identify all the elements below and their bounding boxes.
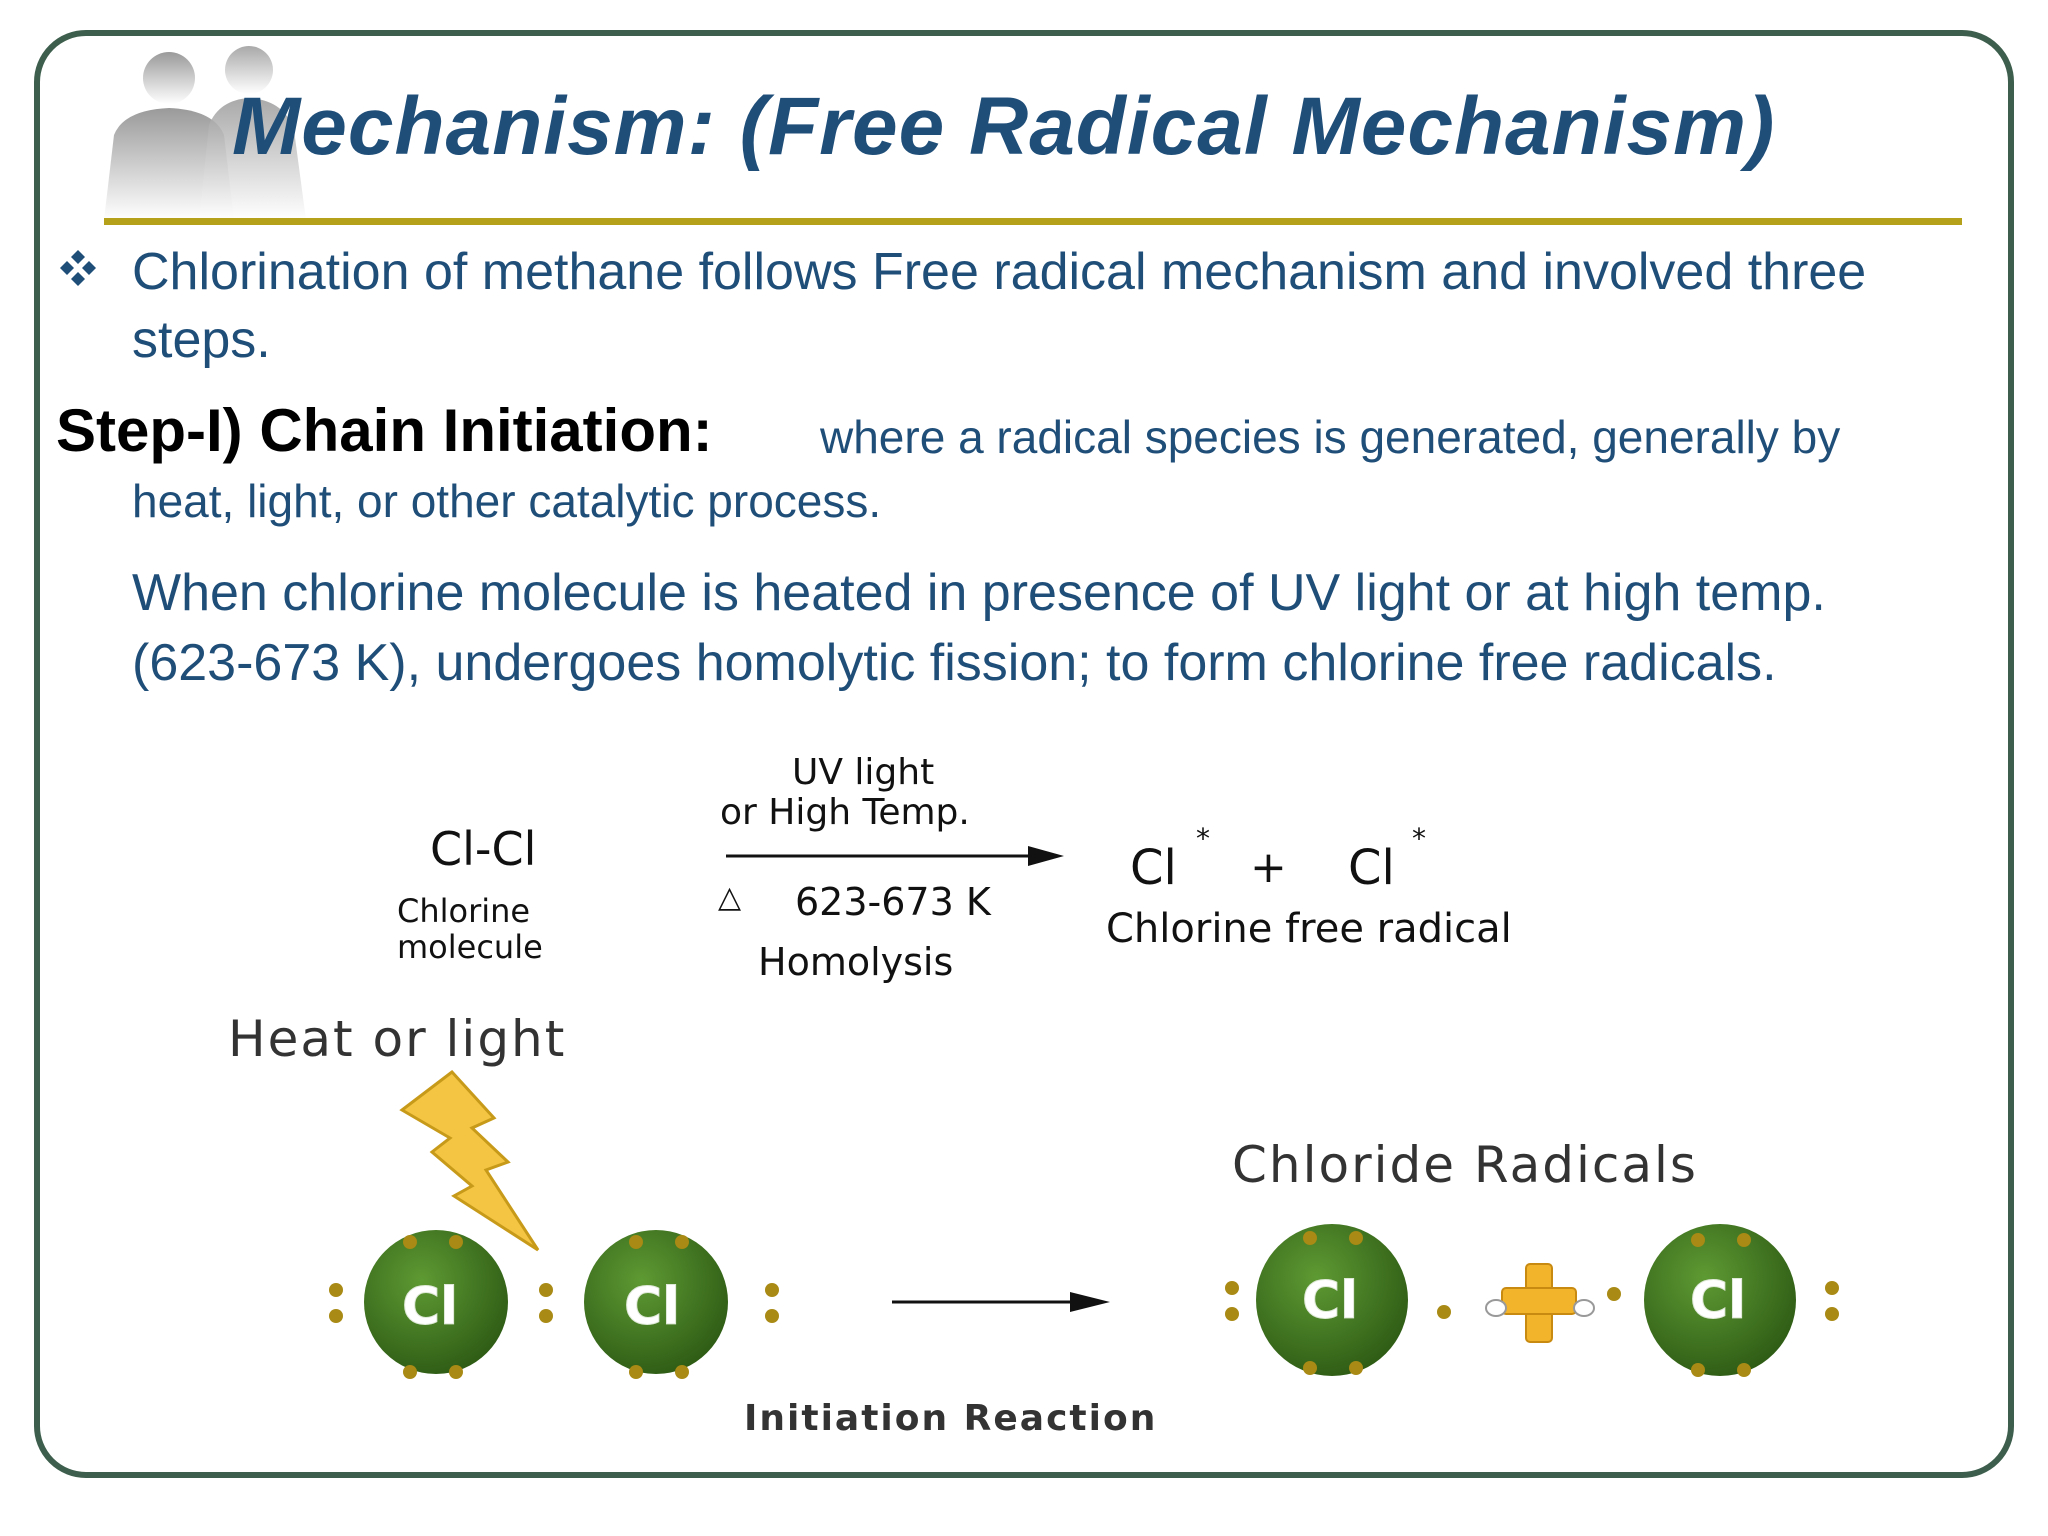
products-label: Chloride Radicals <box>1232 1136 1698 1194</box>
radical-mark-1: * <box>1196 822 1210 855</box>
people-silhouette-icon <box>104 46 306 220</box>
reactant-label-line1: Chlorine <box>397 892 531 930</box>
step-heading: Step-I) Chain Initiation: <box>56 397 713 464</box>
plus-sign: + <box>1250 842 1287 893</box>
reactant-formula: Cl-Cl <box>430 822 537 876</box>
electron-dots-2 <box>629 1235 779 1379</box>
chlorine-atom-2 <box>584 1230 779 1379</box>
title-underline <box>104 218 1962 225</box>
electron-dots-3 <box>1225 1231 1451 1375</box>
step-description-line1: where a radical species is generated, ge… <box>820 411 1841 463</box>
bullet-text: Chlorination of methane follows Free rad… <box>132 243 1867 369</box>
chlorine-radical-1 <box>1225 1224 1451 1376</box>
product-2: Cl <box>1348 840 1395 896</box>
product-label: Chlorine free radical <box>1106 906 1512 952</box>
condition-bottom: 623-673 K <box>795 880 991 924</box>
condition-top-line1: UV light <box>792 752 935 793</box>
electron-dots-4 <box>1607 1233 1839 1377</box>
reactant-label-line2: molecule <box>397 928 543 966</box>
plus-figure-icon <box>1485 1263 1595 1343</box>
energy-label: Heat or light <box>228 1010 567 1068</box>
product-1: Cl <box>1130 840 1177 896</box>
delta-icon: △ <box>718 880 742 915</box>
radical-mark-2: * <box>1412 822 1426 855</box>
step-description-line2: heat, light, or other catalytic process. <box>132 475 882 527</box>
atom-label-2: Cl <box>624 1277 680 1337</box>
chlorine-atom-1 <box>329 1226 553 1379</box>
atom-label-3: Cl <box>1302 1271 1358 1331</box>
slide-title: Mechanism: (Free Radical Mechanism) <box>232 81 1776 172</box>
process-label: Homolysis <box>758 940 954 984</box>
condition-top-line2: or High Temp. <box>720 792 970 833</box>
illustration-caption: Initiation Reaction <box>744 1398 1158 1439</box>
electron-dots-1 <box>329 1235 553 1379</box>
atom-label-1: Cl <box>402 1277 458 1337</box>
diamond-bullet-icon <box>60 250 96 286</box>
atom-label-4: Cl <box>1690 1271 1746 1331</box>
body-paragraph: When chlorine molecule is heated in pres… <box>132 564 1826 692</box>
chlorine-radical-2 <box>1607 1224 1839 1377</box>
lightning-bolt-icon <box>399 1069 540 1252</box>
